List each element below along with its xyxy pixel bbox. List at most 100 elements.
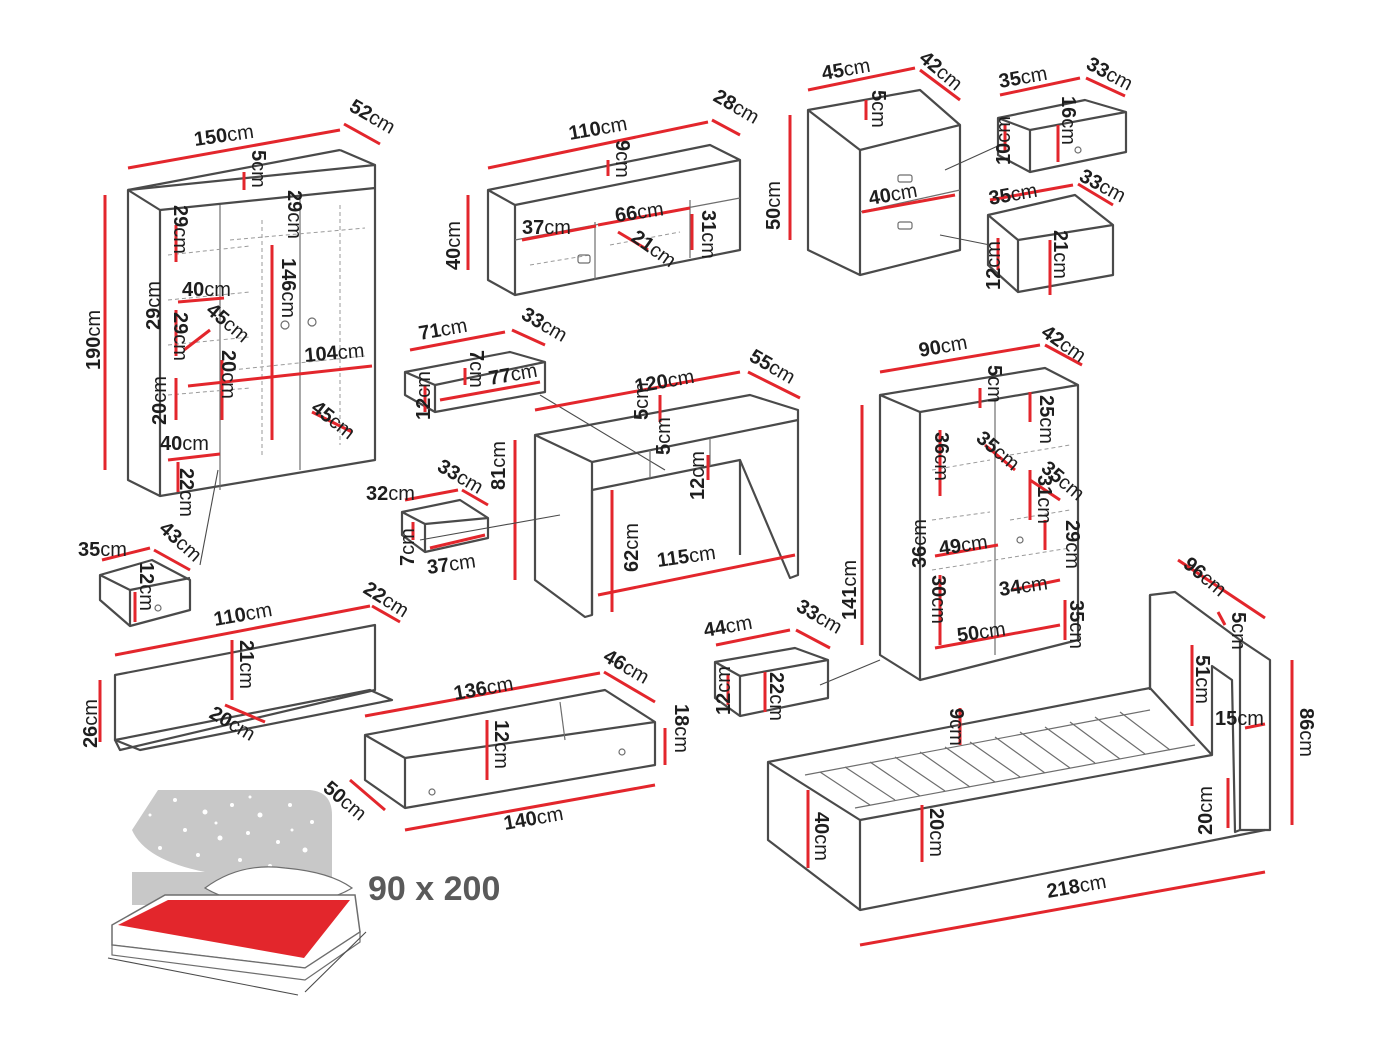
mattress-top xyxy=(118,900,350,958)
svg-text:25cm: 25cm xyxy=(1035,395,1057,444)
svg-text:5cm: 5cm xyxy=(983,365,1005,403)
cab-34: 34 xyxy=(998,576,1024,601)
cd-44: 44 xyxy=(702,616,729,642)
cab-50: 50 xyxy=(956,622,981,647)
svg-text:71cm: 71cm xyxy=(417,315,469,345)
svg-text:9cm: 9cm xyxy=(611,140,633,178)
svg-text:37cm: 37cm xyxy=(522,217,571,239)
svg-text:66cm: 66cm xyxy=(614,198,666,227)
desk-5a: 5 xyxy=(631,409,653,420)
bed-slats xyxy=(819,711,1171,806)
nd2-35: 35 xyxy=(987,184,1013,210)
svg-text:55cm: 55cm xyxy=(746,345,799,389)
svg-text:20cm: 20cm xyxy=(206,702,259,746)
svg-text:29cm: 29cm xyxy=(1061,520,1083,569)
wardrobe-40b: 40 xyxy=(160,433,182,455)
bed-20b: 20 xyxy=(1195,813,1217,835)
cab-top: 5 xyxy=(983,365,1005,376)
svg-text:40cm: 40cm xyxy=(867,180,919,210)
svg-text:81cm: 81cm xyxy=(488,441,510,490)
display-cabinet: 90cm 42cm 141cm 5cm 25cm 36cm 35cm 35cm … xyxy=(819,321,1090,686)
tv-unit: 110cm 28cm 40cm 9cm 37cm 66cm 21cm 31cm xyxy=(443,85,763,297)
ud-12: 12 xyxy=(490,720,512,742)
ud-140: 140 xyxy=(502,807,539,834)
svg-text:7cm: 7cm xyxy=(465,350,487,388)
svg-text:21cm: 21cm xyxy=(1049,230,1071,279)
svg-text:12cm: 12cm xyxy=(687,451,709,500)
wardrobe-shelf-29c: 29 xyxy=(169,312,191,334)
cab-36a: 36 xyxy=(930,432,952,454)
svg-text:20cm: 20cm xyxy=(149,376,171,425)
bed-5: 5 xyxy=(1227,612,1249,623)
cab-29: 29 xyxy=(1061,520,1083,542)
dd-71: 71 xyxy=(417,319,443,345)
wardrobe-shelf-29a: 29 xyxy=(169,205,191,227)
night-40: 40 xyxy=(867,184,893,210)
wardrobe-height: 190 xyxy=(83,337,105,370)
desk-115: 115 xyxy=(656,546,691,572)
svg-text:96cm: 96cm xyxy=(1179,553,1231,601)
svg-text:5cm: 5cm xyxy=(867,90,889,128)
svg-text:12cm: 12cm xyxy=(490,720,512,769)
cab-height: 141 xyxy=(839,587,861,620)
nd2-12: 12 xyxy=(983,268,1005,290)
wardrobe-20b: 20 xyxy=(217,350,239,372)
svg-text:33cm: 33cm xyxy=(518,303,571,347)
svg-text:32cm: 32cm xyxy=(366,483,415,505)
ud-18: 18 xyxy=(670,704,692,726)
drawer-a-35: 35 xyxy=(78,539,100,561)
shelf-height: 26 xyxy=(80,726,102,748)
desk-62: 62 xyxy=(621,550,643,572)
svg-text:77cm: 77cm xyxy=(487,360,539,390)
wardrobe-top: 5 xyxy=(247,150,269,161)
svg-text:110cm: 110cm xyxy=(567,113,629,145)
cd-12: 12 xyxy=(713,693,735,715)
svg-text:12cm: 12cm xyxy=(983,241,1005,290)
sd-7: 7 xyxy=(397,555,419,566)
svg-text:86cm: 86cm xyxy=(1295,708,1317,757)
svg-text:190cm: 190cm xyxy=(83,310,105,370)
cabinet-drawer: 44cm 33cm 12cm 22cm xyxy=(702,595,846,721)
night-height: 50 xyxy=(763,208,785,230)
svg-text:42cm: 42cm xyxy=(1037,321,1090,367)
cab-36b: 36 xyxy=(909,546,931,568)
svg-text:40cm: 40cm xyxy=(443,221,465,270)
tv-31: 31 xyxy=(697,210,719,232)
wardrobe-drawer: 35cm 43cm 12cm xyxy=(78,517,206,628)
bed-20a: 20 xyxy=(925,808,947,830)
bed-length: 218 xyxy=(1045,875,1082,902)
cab-25: 25 xyxy=(1035,395,1057,417)
svg-text:40cm: 40cm xyxy=(810,812,832,861)
wall-shelf: 110cm 22cm 26cm 21cm 20cm xyxy=(80,578,412,752)
svg-text:40cm: 40cm xyxy=(160,433,209,455)
svg-text:15cm: 15cm xyxy=(1215,708,1264,730)
svg-text:136cm: 136cm xyxy=(452,673,515,705)
drawer-a-12: 12 xyxy=(135,562,157,584)
tv-width: 110 xyxy=(567,118,603,145)
wardrobe-shelf-29d: 29 xyxy=(283,190,305,212)
wardrobe-104: 104 xyxy=(304,342,340,367)
svg-text:5cm: 5cm xyxy=(653,417,675,455)
svg-text:12cm: 12cm xyxy=(713,666,735,715)
svg-text:31cm: 31cm xyxy=(1033,475,1055,524)
svg-text:22cm: 22cm xyxy=(765,672,787,721)
svg-text:115cm: 115cm xyxy=(656,542,717,572)
svg-text:22cm: 22cm xyxy=(175,468,197,517)
svg-text:29cm: 29cm xyxy=(143,281,165,330)
svg-text:26cm: 26cm xyxy=(80,699,102,748)
wardrobe-20a: 20 xyxy=(149,403,171,425)
wardrobe-shelf-29b: 29 xyxy=(143,308,165,330)
svg-text:146cm: 146cm xyxy=(277,258,299,318)
svg-text:12cm: 12cm xyxy=(413,371,435,420)
svg-text:43cm: 43cm xyxy=(155,517,206,566)
nightstand-drawer-1: 35cm 33cm 10cm 16cm xyxy=(993,53,1136,174)
desk-small-drawer: 32cm 33cm 7cm 37cm xyxy=(366,455,490,579)
svg-text:110cm: 110cm xyxy=(212,599,274,631)
svg-text:30cm: 30cm xyxy=(927,575,949,624)
svg-text:37cm: 37cm xyxy=(426,550,478,579)
dd-7: 7 xyxy=(465,350,487,361)
cab-width: 90 xyxy=(917,336,943,362)
wardrobe-width: 150 xyxy=(193,125,229,151)
svg-text:104cm: 104cm xyxy=(304,340,366,367)
sd-37: 37 xyxy=(426,554,451,579)
